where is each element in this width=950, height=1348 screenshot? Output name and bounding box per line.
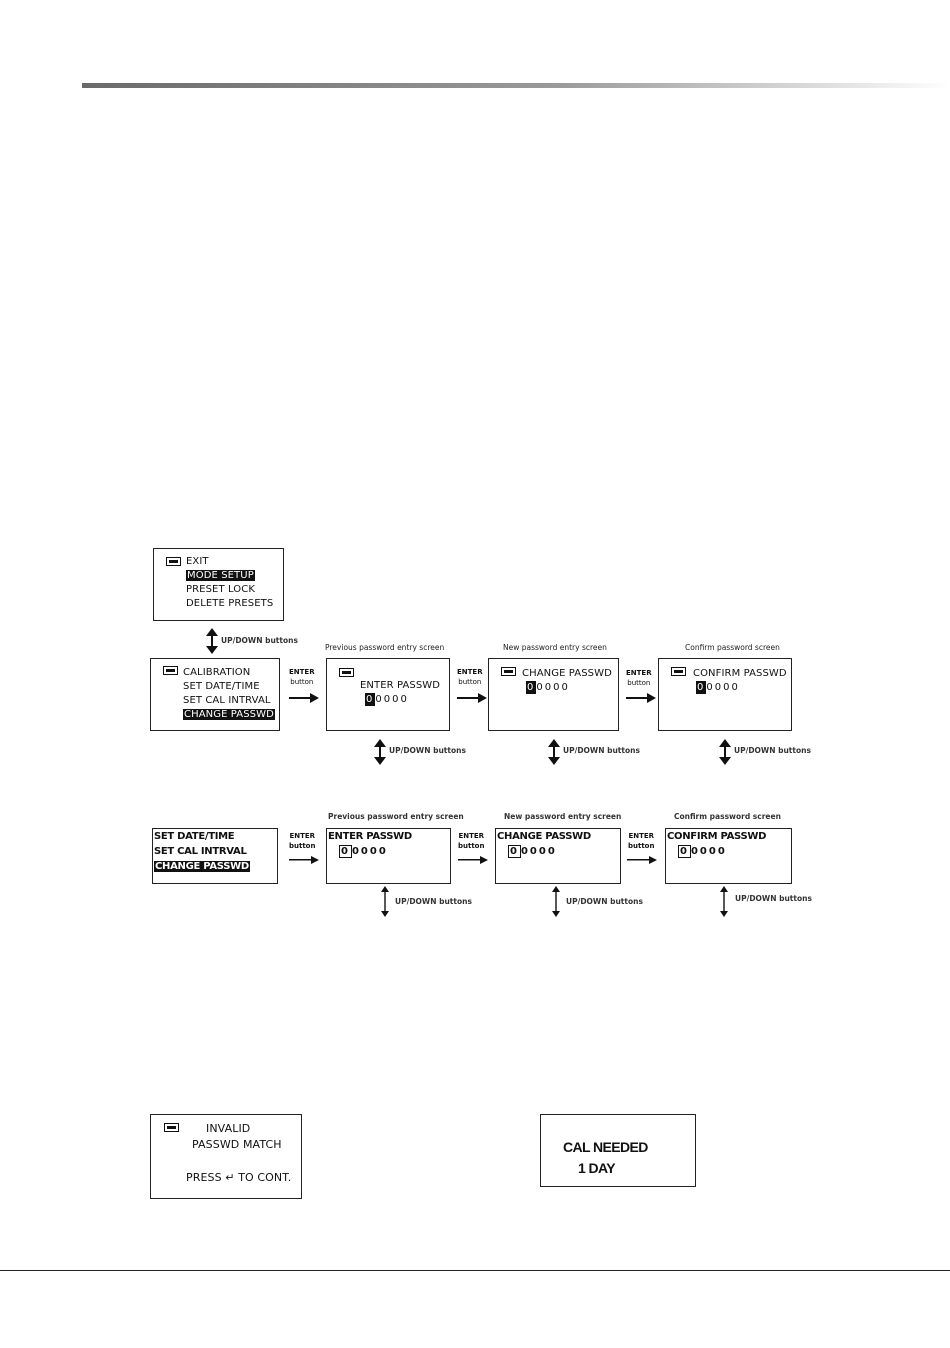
updown-label: UP/DOWN buttons — [734, 746, 811, 755]
menu-item-preset-lock[interactable]: PRESET LOCK — [186, 584, 255, 595]
updown-arrow-icon — [552, 886, 560, 917]
battery-icon — [166, 557, 181, 566]
right-arrow-icon — [458, 856, 488, 864]
password-cursor: 0 — [526, 681, 537, 694]
cal-needed-line2: 1 DAY — [578, 1160, 616, 1176]
screen-title: CHANGE PASSWD — [497, 831, 591, 842]
right-arrow-icon — [289, 693, 319, 703]
settings-menu-screen-alt: SET DATE/TIME SET CAL INTRVAL CHANGE PAS… — [152, 828, 278, 884]
battery-icon — [164, 1123, 179, 1132]
screen-title: ENTER PASSWD — [328, 831, 412, 842]
right-arrow-icon — [627, 856, 657, 864]
screen-caption: Previous password entry screen — [325, 643, 445, 652]
screen-caption: New password entry screen — [503, 643, 607, 652]
updown-arrow-icon — [548, 739, 560, 765]
screen-caption: Previous password entry screen — [328, 812, 464, 821]
invalid-line3: PRESS ↵ TO CONT. — [186, 1171, 292, 1184]
password-cursor: 0 — [508, 845, 521, 858]
invalid-line1: INVALID — [206, 1122, 251, 1135]
right-arrow-icon — [289, 856, 319, 864]
updown-label: UP/DOWN buttons — [395, 897, 472, 906]
enter-passwd-screen: ENTER PASSWD 00000 — [326, 658, 450, 731]
menu-item-set-cal-intrval[interactable]: SET CAL INTRVAL — [154, 846, 247, 857]
password-field[interactable]: 00000 — [365, 693, 409, 706]
header-rule — [82, 83, 950, 88]
updown-arrow-icon — [720, 886, 728, 917]
screen-caption: Confirm password screen — [674, 812, 781, 821]
password-cursor: 0 — [696, 681, 707, 694]
menu-item-mode-setup[interactable]: MODE SETUP — [186, 570, 255, 581]
battery-icon — [501, 667, 516, 676]
menu-item-change-passwd[interactable]: CHANGE PASSWD — [183, 709, 275, 720]
password-cursor: 0 — [339, 845, 352, 858]
password-field[interactable]: 00000 — [696, 681, 740, 694]
screen-title: ENTER PASSWD — [360, 680, 441, 691]
invalid-line2: PASSWD MATCH — [192, 1138, 282, 1151]
screen-title: CONFIRM PASSWD — [693, 668, 787, 679]
battery-icon — [671, 667, 686, 676]
updown-arrow-icon — [381, 886, 389, 917]
footer-rule — [0, 1270, 950, 1271]
invalid-passwd-screen: INVALID PASSWD MATCH PRESS ↵ TO CONT. — [150, 1114, 302, 1199]
updown-label: UP/DOWN buttons — [221, 636, 298, 645]
battery-icon — [339, 668, 354, 677]
updown-arrow-icon — [206, 628, 218, 654]
change-passwd-screen: CHANGE PASSWD 00000 — [488, 658, 619, 731]
cal-needed-line1: CAL NEEDED — [563, 1139, 648, 1155]
settings-menu-screen: CALIBRATION SET DATE/TIME SET CAL INTRVA… — [150, 658, 280, 731]
confirm-passwd-screen: CONFIRM PASSWD 00000 — [658, 658, 792, 731]
main-menu-screen: EXIT MODE SETUP PRESET LOCK DELETE PRESE… — [153, 548, 284, 621]
updown-arrow-icon — [374, 739, 386, 765]
right-arrow-icon — [626, 693, 656, 703]
screen-caption: Confirm password screen — [685, 643, 780, 652]
menu-item-set-date-time[interactable]: SET DATE/TIME — [154, 831, 235, 842]
password-cursor: 0 — [678, 845, 691, 858]
updown-arrow-icon — [719, 739, 731, 765]
menu-item-exit[interactable]: EXIT — [186, 556, 209, 567]
battery-icon — [163, 666, 178, 675]
right-arrow-icon — [457, 693, 487, 703]
menu-item-change-passwd[interactable]: CHANGE PASSWD — [154, 861, 250, 872]
cal-needed-screen: CAL NEEDED 1 DAY — [540, 1114, 696, 1187]
password-cursor: 0 — [365, 693, 376, 706]
screen-title: CONFIRM PASSWD — [667, 831, 767, 842]
updown-label: UP/DOWN buttons — [566, 897, 643, 906]
screen-caption: New password entry screen — [504, 812, 622, 821]
screen-title: CHANGE PASSWD — [522, 668, 612, 679]
menu-item-delete-presets[interactable]: DELETE PRESETS — [186, 598, 274, 609]
menu-item-calibration[interactable]: CALIBRATION — [183, 667, 251, 678]
password-field[interactable]: 00000 — [526, 681, 570, 694]
menu-item-set-cal-intrval[interactable]: SET CAL INTRVAL — [183, 695, 271, 706]
updown-label: UP/DOWN buttons — [389, 746, 466, 755]
updown-label: UP/DOWN buttons — [563, 746, 640, 755]
updown-label: UP/DOWN buttons — [735, 894, 812, 903]
menu-item-set-date-time[interactable]: SET DATE/TIME — [183, 681, 260, 692]
